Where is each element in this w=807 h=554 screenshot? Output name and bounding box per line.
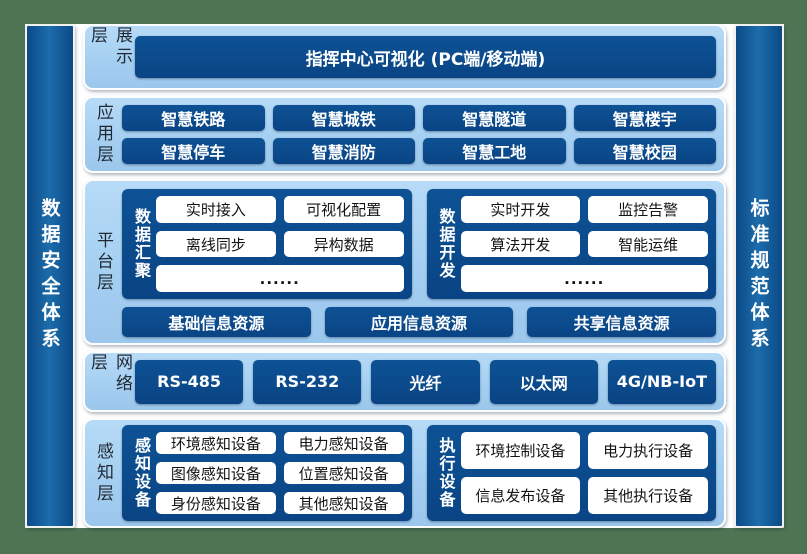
platform-item-ellipsis: ...... <box>156 265 404 293</box>
platform-item: 离线同步 <box>156 230 276 258</box>
group-label-data-development: 数据开发 <box>436 208 456 281</box>
layer-label-display: 展示层 <box>87 26 132 68</box>
group-actuator-devices: 执行设备 环境控制设备 电力执行设备 信息发布设备 其他执行设备 <box>426 425 716 521</box>
network-item: 4G/NB-IoT <box>607 359 716 404</box>
perception-body: 感知设备 环境感知设备 电力感知设备 图像感知设备 位置感知设备 身份感知设备 … <box>122 420 724 526</box>
group-label-data-aggregation: 数据汇聚 <box>132 208 151 281</box>
layer-label-perception: 感知层 <box>93 441 113 505</box>
diagram-canvas: 数据安全体系 展示层 指挥中心可视化 (PC端/移动端) 应用层 智慧铁路 智慧… <box>25 24 784 528</box>
application-body: 智慧铁路 智慧城铁 智慧隧道 智慧楼宇 智慧停车 智慧消防 智慧工地 智慧校园 <box>122 98 724 171</box>
resource-item: 基础信息资源 <box>122 307 311 337</box>
group-sensing-devices: 感知设备 环境感知设备 电力感知设备 图像感知设备 位置感知设备 身份感知设备 … <box>122 425 412 521</box>
layer-panel-display: 展示层 指挥中心可视化 (PC端/移动端) <box>83 24 726 90</box>
platform-item: 智能运维 <box>588 230 708 258</box>
group-data-aggregation: 数据汇聚 实时接入 可视化配置 离线同步 异构数据 ...... <box>122 189 412 300</box>
network-item: 光纤 <box>371 359 480 404</box>
platform-item: 实时开发 <box>460 196 581 223</box>
right-pillar-standards: 标准规范体系 <box>734 24 784 528</box>
sensing-devices-grid: 环境感知设备 电力感知设备 图像感知设备 位置感知设备 身份感知设备 其他感知设… <box>156 432 404 514</box>
layer-panel-platform: 平台层 数据汇聚 实时接入 可视化配置 离线同步 异构数据 ...... <box>83 179 726 345</box>
platform-item: 算法开发 <box>460 230 581 258</box>
application-item: 智慧楼宇 <box>573 105 716 131</box>
application-item: 智慧校园 <box>573 138 716 164</box>
platform-groups: 数据汇聚 实时接入 可视化配置 离线同步 异构数据 ...... 数据开发 <box>122 189 716 300</box>
actuator-item: 其他执行设备 <box>588 477 708 514</box>
sensing-item: 环境感知设备 <box>156 432 276 454</box>
actuator-item: 信息发布设备 <box>460 477 581 514</box>
sensing-item: 电力感知设备 <box>283 432 404 454</box>
group-label-sensing-devices: 感知设备 <box>132 437 151 509</box>
platform-body: 数据汇聚 实时接入 可视化配置 离线同步 异构数据 ...... 数据开发 <box>122 181 724 343</box>
resource-item: 应用信息资源 <box>324 307 514 337</box>
left-pillar-data-security: 数据安全体系 <box>25 24 75 528</box>
application-item: 智慧城铁 <box>272 105 415 131</box>
application-item: 智慧消防 <box>272 138 415 164</box>
platform-item: 异构数据 <box>283 230 404 258</box>
layer-label-application: 应用层 <box>93 103 113 166</box>
resource-item: 共享信息资源 <box>527 307 716 337</box>
sensing-item: 其他感知设备 <box>283 492 404 514</box>
display-title-box: 指挥中心可视化 (PC端/移动端) <box>135 36 716 78</box>
right-pillar-label: 标准规范体系 <box>747 198 770 354</box>
platform-resources: 基础信息资源 应用信息资源 共享信息资源 <box>122 307 716 337</box>
network-item: 以太网 <box>489 359 598 404</box>
actuator-item: 环境控制设备 <box>460 432 581 469</box>
network-item: RS-232 <box>253 359 362 404</box>
layer-panel-application: 应用层 智慧铁路 智慧城铁 智慧隧道 智慧楼宇 智慧停车 智慧消防 智慧工地 智… <box>83 96 726 173</box>
data-development-grid: 实时开发 监控告警 算法开发 智能运维 ...... <box>460 196 708 293</box>
application-item: 智慧工地 <box>423 138 566 164</box>
left-pillar-label: 数据安全体系 <box>38 198 61 354</box>
network-item: RS-485 <box>135 359 244 404</box>
platform-item: 实时接入 <box>156 196 276 223</box>
platform-item: 可视化配置 <box>283 196 404 223</box>
actuator-devices-grid: 环境控制设备 电力执行设备 信息发布设备 其他执行设备 <box>460 432 708 514</box>
network-body: RS-485 RS-232 光纤 以太网 4G/NB-IoT <box>135 353 724 410</box>
layer-label-platform: 平台层 <box>93 230 113 294</box>
sensing-item: 位置感知设备 <box>283 462 404 484</box>
group-data-development: 数据开发 实时开发 监控告警 算法开发 智能运维 ...... <box>426 189 716 300</box>
layer-panel-network: 网络层 RS-485 RS-232 光纤 以太网 4G/NB-IoT <box>83 351 726 412</box>
data-aggregation-grid: 实时接入 可视化配置 离线同步 异构数据 ...... <box>156 196 404 293</box>
layer-panel-perception: 感知层 感知设备 环境感知设备 电力感知设备 图像感知设备 位置感知设备 身份感… <box>83 418 726 528</box>
actuator-item: 电力执行设备 <box>588 432 708 469</box>
application-item: 智慧铁路 <box>122 105 265 131</box>
display-body: 指挥中心可视化 (PC端/移动端) <box>135 26 724 88</box>
sensing-item: 图像感知设备 <box>156 462 276 484</box>
application-item: 智慧停车 <box>122 138 265 164</box>
platform-item-ellipsis: ...... <box>460 265 708 293</box>
application-item: 智慧隧道 <box>423 105 566 131</box>
platform-item: 监控告警 <box>588 196 708 223</box>
group-label-actuator-devices: 执行设备 <box>436 437 456 509</box>
layer-label-network: 网络层 <box>87 353 132 395</box>
sensing-item: 身份感知设备 <box>156 492 276 514</box>
layer-stack: 展示层 指挥中心可视化 (PC端/移动端) 应用层 智慧铁路 智慧城铁 智慧隧道… <box>83 24 726 528</box>
